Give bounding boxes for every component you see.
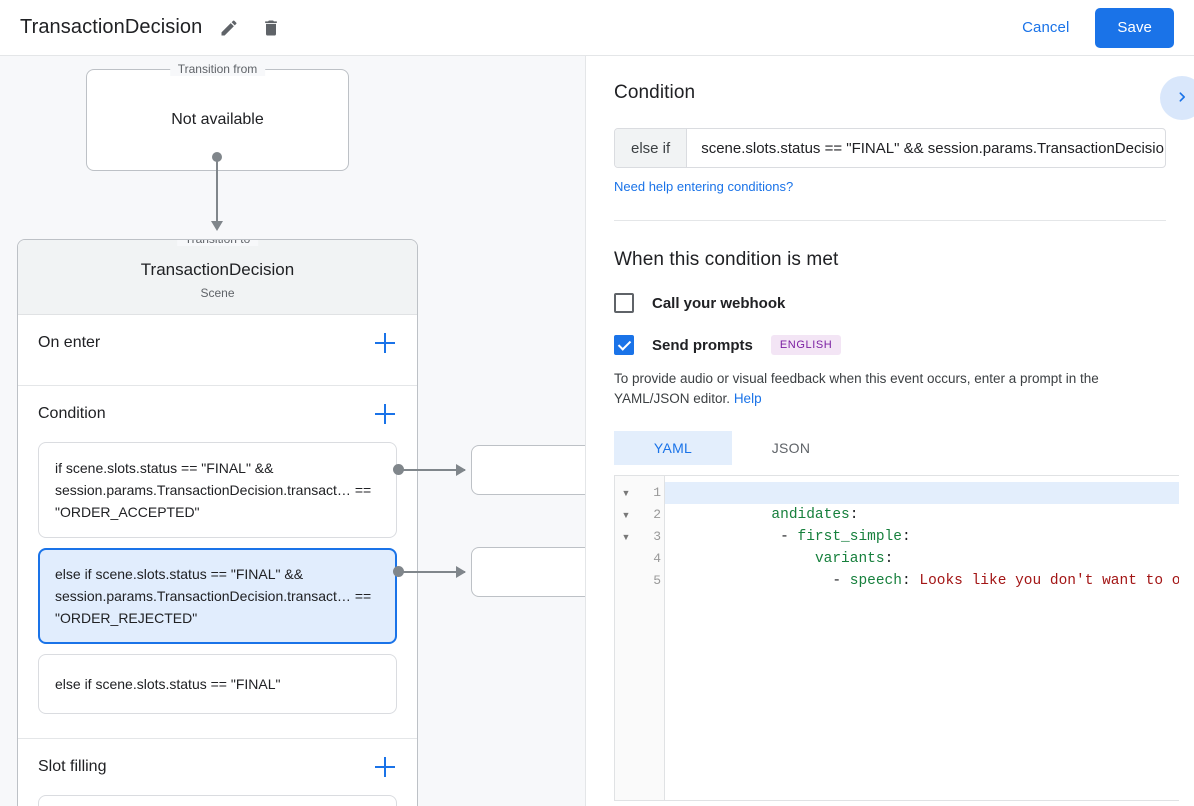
panel-title: Condition (614, 82, 696, 103)
condition-2-edge-line (403, 566, 466, 578)
condition-1-edge-line (403, 464, 466, 476)
add-condition-button[interactable] (373, 402, 397, 426)
condition-prefix-label: else if (615, 129, 688, 167)
edit-button[interactable] (214, 13, 244, 43)
code-colon: : (884, 551, 894, 567)
prompts-description-text: To provide audio or visual feedback when… (614, 371, 1099, 406)
condition-card-3[interactable]: else if scene.slots.status == "FINAL" (38, 654, 397, 714)
condition-input-row[interactable]: else if scene.slots.status == "FINAL" &&… (614, 128, 1166, 168)
line-number: 5 (653, 573, 661, 588)
condition-card-1[interactable]: if scene.slots.status == "FINAL" && sess… (38, 442, 397, 538)
transition-from-legend: Transition from (169, 62, 266, 76)
when-condition-met-section: When this condition is met Call your web… (586, 249, 1194, 801)
transition-to-legend: Transition to (176, 240, 259, 246)
code-key: speech (849, 573, 902, 589)
editor-fold-gutter[interactable]: ▼ ▼ ▼ (615, 476, 637, 800)
when-condition-met-heading: When this condition is met (614, 249, 839, 270)
section-header-slot-filling: Slot filling (38, 739, 397, 795)
collapse-panel-button[interactable] (1160, 76, 1194, 120)
slot-validation-card[interactable]: Slot validation (38, 795, 397, 806)
code-colon: : (849, 507, 859, 523)
code-indent: - (771, 529, 798, 545)
section-on-enter: On enter (18, 315, 417, 386)
section-header-condition: Condition (38, 386, 397, 442)
top-bar: TransactionDecision Cancel Save (0, 0, 1194, 56)
line-number: 3 (653, 529, 661, 544)
code-line-2[interactable]: - first_simple: (665, 504, 1179, 545)
scene-header: TransactionDecision Scene (18, 240, 417, 315)
section-header-on-enter: On enter (38, 315, 397, 371)
call-webhook-label: Call your webhook (652, 294, 786, 312)
webhook-row[interactable]: Call your webhook (614, 293, 1166, 313)
send-prompts-checkbox[interactable] (614, 335, 634, 355)
condition-card-2[interactable]: else if scene.slots.status == "FINAL" &&… (38, 548, 397, 644)
code-value: Looks like you don't want to order anyt (919, 573, 1179, 589)
transition-to-card: Transition to TransactionDecision Scene … (17, 239, 418, 806)
transition-from-value: Not available (171, 111, 264, 128)
section-title-condition: Condition (38, 405, 106, 422)
details-panel: Condition else if scene.slots.status == … (585, 56, 1194, 806)
save-button[interactable]: Save (1095, 7, 1174, 48)
code-colon: : (901, 573, 920, 589)
section-condition: Condition if scene.slots.status == "FINA… (18, 386, 417, 739)
code-editor[interactable]: ▼ ▼ ▼ 1 2 3 4 5 andidates: - first_s (614, 475, 1179, 801)
line-number: 4 (653, 551, 661, 566)
code-key: first_simple (797, 529, 902, 545)
section-title-slot-filling: Slot filling (38, 758, 107, 775)
call-webhook-checkbox[interactable] (614, 293, 634, 313)
code-indent: - (771, 573, 850, 589)
transition-from-box: Transition from Not available (86, 62, 349, 171)
section-slot-filling: Slot filling Slot validation (18, 739, 417, 806)
prompts-description: To provide audio or visual feedback when… (614, 369, 1166, 409)
scene-title: TransactionDecision (140, 260, 295, 279)
line-number: 2 (653, 507, 661, 522)
fold-arrow-1[interactable]: ▼ (621, 488, 631, 498)
condition-1-edge-dot (393, 464, 404, 475)
fold-arrow-3[interactable]: ▼ (621, 532, 631, 542)
code-key: andidates (771, 507, 850, 523)
line-number: 1 (653, 485, 661, 500)
condition-section: Condition else if scene.slots.status == … (586, 56, 1194, 221)
trash-icon (261, 18, 281, 38)
section-title-on-enter: On enter (38, 334, 101, 351)
panel-divider (614, 220, 1166, 221)
chevron-right-icon (1172, 87, 1192, 110)
need-help-link[interactable]: Need help entering conditions? (614, 179, 794, 194)
cancel-button[interactable]: Cancel (1006, 11, 1085, 44)
code-colon: : (901, 529, 911, 545)
tab-yaml[interactable]: YAML (614, 431, 732, 465)
code-line-3[interactable]: variants: (665, 526, 1179, 567)
add-on-enter-button[interactable] (373, 331, 397, 355)
fold-arrow-2[interactable]: ▼ (621, 510, 631, 520)
help-link[interactable]: Help (733, 391, 762, 406)
editor-line-numbers: 1 2 3 4 5 (637, 476, 665, 800)
editor-code-area[interactable]: andidates: - first_simple: variants: - s… (665, 476, 1179, 800)
add-slot-filling-button[interactable] (373, 755, 397, 779)
language-badge: ENGLISH (770, 335, 842, 355)
delete-button[interactable] (256, 13, 286, 43)
condition-expression-input[interactable]: scene.slots.status == "FINAL" && session… (701, 139, 1165, 157)
scene-subtitle: Scene (200, 286, 235, 300)
code-line-4[interactable]: - speech: Looks like you don't want to o… (665, 548, 1179, 589)
code-line-1[interactable]: andidates: (665, 482, 1179, 523)
tab-json[interactable]: JSON (732, 431, 850, 465)
transition-arrow (211, 156, 223, 231)
code-indent (771, 551, 815, 567)
send-prompts-label: Send prompts (652, 336, 753, 354)
condition-2-edge-dot (393, 566, 404, 577)
pencil-icon (219, 18, 239, 38)
page-title: TransactionDecision (20, 16, 203, 38)
send-prompts-row[interactable]: Send prompts ENGLISH (614, 335, 1166, 355)
editor-tabs: YAML JSON (614, 431, 1166, 465)
code-key: variants (814, 551, 885, 567)
